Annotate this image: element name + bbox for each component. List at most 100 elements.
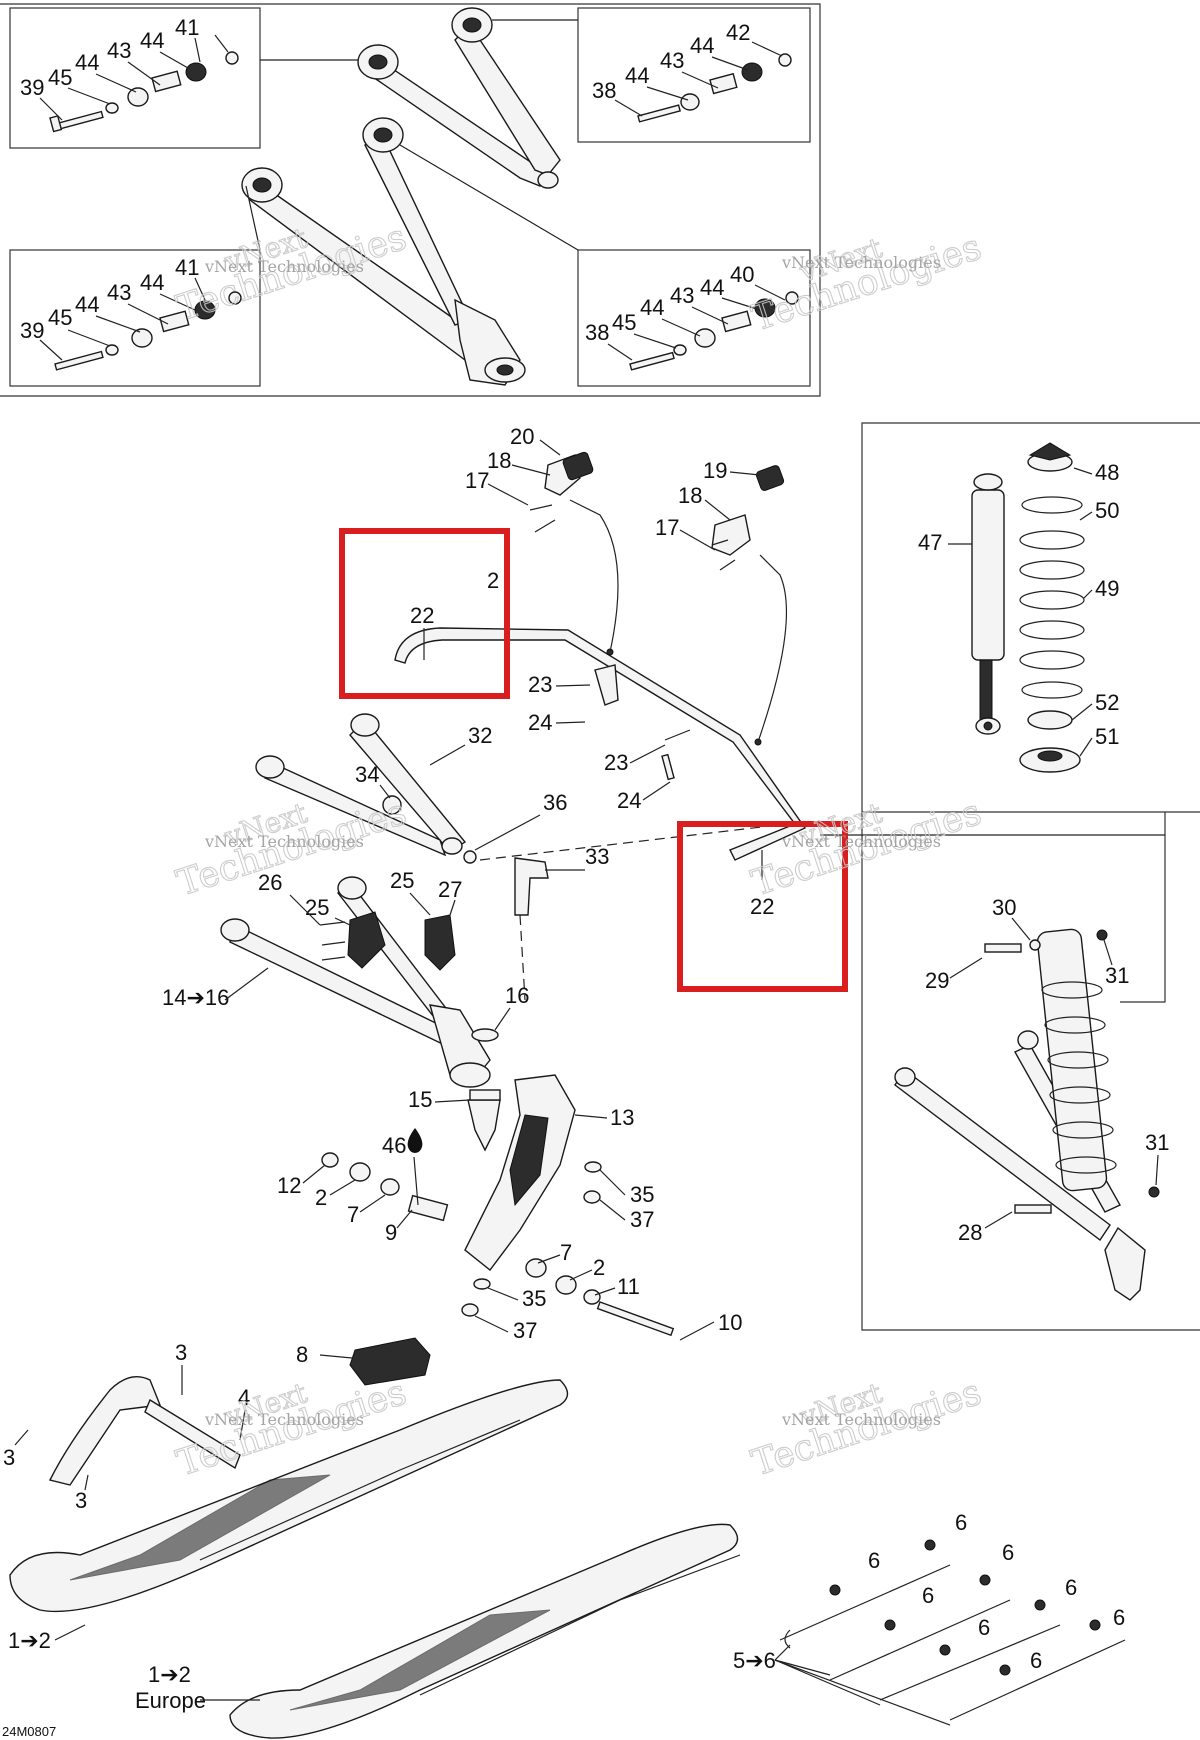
- kit-box-top-right: [577, 7, 811, 143]
- callout-30: 30: [992, 895, 1016, 920]
- stabilizer-link-right: [711, 465, 785, 571]
- ski-right-drawing: [9, 1379, 569, 1613]
- callout-27: 27: [438, 877, 462, 902]
- svg-text:vNext Technologies: vNext Technologies: [204, 257, 364, 276]
- callout-44-bottom-right-b: 44: [640, 295, 664, 320]
- callout-39-top-left: 39: [20, 75, 44, 100]
- callout-43-bottom-right: 43: [670, 283, 694, 308]
- callout-44-top-left-b: 44: [75, 50, 99, 75]
- main-assembly: 20 18 17 19 18 17 22 2 23 24 23 24 32 34…: [3, 424, 1126, 1739]
- callout-42: 42: [726, 20, 750, 45]
- callout-2-top: 2: [487, 568, 499, 593]
- bolt-kit-top-right: [637, 53, 792, 123]
- callout-39-bottom-left: 39: [20, 318, 44, 343]
- callout-51: 51: [1095, 724, 1119, 749]
- callout-44-top-right-a: 44: [690, 33, 714, 58]
- callout-6-d: 6: [922, 1583, 934, 1608]
- stabilizer-bar-drawing: [394, 627, 807, 861]
- callout-10: 10: [718, 1310, 742, 1335]
- carbides-drawing: [779, 1539, 1126, 1721]
- highlight-box-part-22-left: [339, 528, 510, 699]
- callout-37-upper: 37: [630, 1207, 654, 1232]
- callout-24-upper: 24: [528, 710, 552, 735]
- callout-33: 33: [585, 844, 609, 869]
- callout-6-e: 6: [1065, 1575, 1077, 1600]
- kit-box-top-left: [9, 7, 261, 149]
- callout-20: 20: [510, 424, 534, 449]
- callout-45-bottom-right: 45: [612, 310, 636, 335]
- callout-40: 40: [730, 262, 754, 287]
- highlight-box-part-22-right: [677, 821, 848, 992]
- callout-44-top-right-b: 44: [625, 63, 649, 88]
- callout-52: 52: [1095, 690, 1119, 715]
- callout-44-bottom-left-a: 44: [140, 270, 164, 295]
- callout-12: 12: [277, 1173, 301, 1198]
- callout-38-top-right: 38: [592, 78, 616, 103]
- diagram-code: 24M0807: [2, 1724, 56, 1739]
- callout-8: 8: [296, 1342, 308, 1367]
- callout-4: 4: [238, 1385, 250, 1410]
- callout-34: 34: [355, 762, 379, 787]
- callout-18-left: 18: [487, 448, 511, 473]
- callout-45-bottom-left: 45: [48, 305, 72, 330]
- leader-lines: [14, 439, 951, 1726]
- svg-text:vNext Technologies: vNext Technologies: [781, 832, 941, 851]
- oil-drop-icon: [407, 1128, 423, 1153]
- callout-1-2-left: 1➔2: [148, 1662, 191, 1687]
- callout-17-right: 17: [655, 515, 679, 540]
- svg-text:vNext Technologies: vNext Technologies: [204, 832, 364, 851]
- callout-6-f: 6: [978, 1615, 990, 1640]
- wear-bar-8-drawing: [349, 1337, 431, 1386]
- ski-handle-drawing: [48, 1376, 161, 1486]
- svg-text:vNext Technologies: vNext Technologies: [204, 1410, 364, 1429]
- callout-25-left: 25: [305, 895, 329, 920]
- callout-1-2-right: 1➔2: [8, 1628, 51, 1653]
- callout-35-upper: 35: [630, 1182, 654, 1207]
- callout-7-left: 7: [347, 1202, 359, 1227]
- callout-19: 19: [703, 458, 727, 483]
- kit-box-bottom-right: [577, 249, 811, 387]
- callout-europe: Europe: [135, 1688, 206, 1713]
- bolt-kit-bottom-left: [54, 291, 242, 371]
- callout-36: 36: [543, 790, 567, 815]
- bolt-kit-top-left: [49, 51, 239, 133]
- callout-6-h: 6: [1030, 1648, 1042, 1673]
- callout-17-left: 17: [465, 468, 489, 493]
- callout-6-c: 6: [868, 1548, 880, 1573]
- callout-6-a: 6: [955, 1510, 967, 1535]
- callout-37-lower: 37: [513, 1318, 537, 1343]
- callout-48: 48: [1095, 460, 1119, 485]
- callout-22-left: 22: [410, 603, 434, 628]
- callout-43-top-right: 43: [660, 48, 684, 73]
- a-arm-kit-inset: 41 44 43 44 45 39 42 44 43 44 38 41 44 4…: [0, 3, 821, 397]
- callout-13: 13: [610, 1105, 634, 1130]
- spindle-hardware-drawing: [321, 1152, 675, 1337]
- callout-45-top-left: 45: [48, 65, 72, 90]
- callout-18-right: 18: [678, 483, 702, 508]
- callout-28: 28: [958, 1220, 982, 1245]
- callout-23-upper: 23: [528, 672, 552, 697]
- installed-shock-inset: 30 29 31 31 28: [820, 812, 1200, 1331]
- kit-box-bottom-left: [9, 249, 261, 387]
- installed-shock-drawing: [894, 928, 1160, 1301]
- callout-11: 11: [617, 1274, 640, 1299]
- callout-22-right: 22: [750, 894, 774, 919]
- callout-2-right: 2: [593, 1255, 605, 1280]
- svg-text:vNext Technologies: vNext Technologies: [781, 1410, 941, 1429]
- svg-text:vNext Technologies: vNext Technologies: [781, 253, 941, 272]
- callout-38-bottom-right: 38: [585, 320, 609, 345]
- callout-3-bottom: 3: [75, 1488, 87, 1513]
- callout-29: 29: [925, 968, 949, 993]
- callout-46: 46: [382, 1133, 406, 1158]
- stabilizer-link-left: [529, 451, 594, 533]
- callout-6-b: 6: [1002, 1540, 1014, 1565]
- coil-spring-drawing: [1019, 442, 1085, 773]
- callout-5-6: 5➔6: [733, 1648, 776, 1673]
- callout-41-bottom-left: 41: [175, 255, 199, 280]
- callout-31-top: 31: [1105, 963, 1129, 988]
- callout-3-left: 3: [3, 1445, 15, 1470]
- callout-6-g: 6: [1113, 1605, 1125, 1630]
- watermark-layer: vNext Technologies vNext Technologies vN…: [171, 216, 986, 1485]
- callout-44-bottom-left-b: 44: [75, 292, 99, 317]
- callout-44-bottom-right-a: 44: [700, 275, 724, 300]
